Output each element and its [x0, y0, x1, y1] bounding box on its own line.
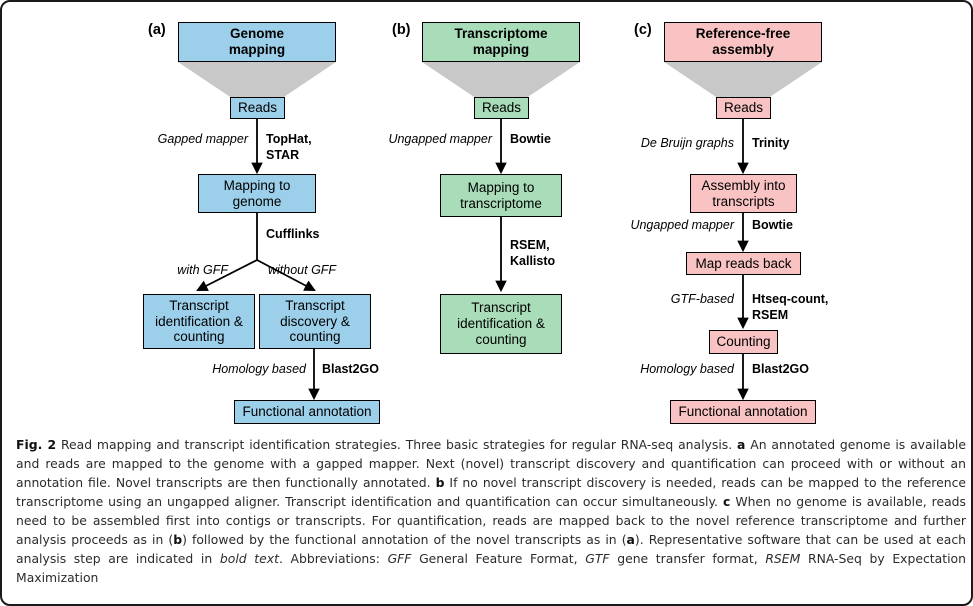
- caption-abbrev-gtf: GTF: [585, 550, 610, 566]
- panel-letter-b: (b): [392, 22, 411, 38]
- caption-intro: Three basic strategies for regular RNA-s…: [405, 437, 733, 452]
- edge-label-c-blast2go: Blast2GO: [752, 362, 809, 376]
- edge-label-c-htseq-count-rsem: Htseq-count, RSEM: [752, 292, 829, 322]
- node-c-title[interactable]: Reference-free assembly: [664, 22, 822, 62]
- caption-body-c2: ) followed by the functional annotation …: [182, 531, 627, 547]
- caption-mark-b: b: [435, 474, 445, 490]
- caption-bold-text: bold text: [219, 550, 279, 566]
- caption-mark-c: c: [722, 493, 731, 509]
- node-c-counting[interactable]: Counting: [709, 330, 778, 354]
- caption-ref-a: a: [626, 531, 635, 547]
- node-a-functional-annotation[interactable]: Functional annotation: [234, 400, 380, 424]
- node-a-title[interactable]: Genome mapping: [178, 22, 336, 62]
- node-c-map-reads-back[interactable]: Map reads back: [686, 252, 801, 275]
- edge-label-c-de-bruijn-graphs: De Bruijn graphs: [640, 136, 734, 150]
- edge-label-a-gapped-mapper: Gapped mapper: [157, 132, 248, 146]
- node-c-reads[interactable]: Reads: [716, 97, 771, 119]
- edge-label-a-with-gff: with GFF: [177, 263, 228, 277]
- caption-abbrev-gff: GFF: [387, 550, 412, 566]
- node-c-functional-annotation[interactable]: Functional annotation: [670, 400, 816, 424]
- caption-abbrev-rsem: RSEM: [765, 550, 801, 566]
- node-a-mapping-to-genome[interactable]: Mapping to genome: [198, 174, 316, 213]
- edge-label-b-bowtie: Bowtie: [510, 132, 551, 146]
- flowchart-diagram: (a) Genome mapping Reads Mapping to geno…: [2, 2, 971, 434]
- node-c-assembly-into-transcripts[interactable]: Assembly into transcripts: [690, 174, 797, 213]
- caption-abbrev-gff-def: General Feature Format,: [411, 550, 586, 566]
- caption-abbrev-intro: . Abbreviations:: [278, 550, 388, 566]
- node-b-transcript-identification[interactable]: Transcript identification & counting: [440, 294, 562, 354]
- figure-caption: Fig. 2 Read mapping and transcript ident…: [16, 436, 966, 588]
- panel-letter-a: (a): [148, 22, 166, 38]
- edge-label-c-bowtie: Bowtie: [752, 218, 793, 232]
- edge-label-a-tophat-star: TopHat, STAR: [266, 132, 312, 162]
- edge-label-c-ungapped-mapper: Ungapped mapper: [630, 218, 734, 232]
- caption-body-c3: ). Representative software that can be u…: [16, 531, 967, 566]
- caption-ref-b: b: [173, 531, 183, 547]
- caption-title: Read mapping and transcript identificati…: [60, 437, 401, 452]
- caption-body-b: If no novel transcript discovery is need…: [16, 474, 967, 509]
- edge-label-a-homology-based: Homology based: [212, 362, 306, 376]
- edge-label-c-homology-based: Homology based: [640, 362, 734, 376]
- edge-label-c-gtf-based: GTF-based: [670, 292, 734, 306]
- node-a-transcript-discovery[interactable]: Transcript discovery & counting: [259, 294, 371, 349]
- edge-label-b-rsem-kallisto: RSEM, Kallisto: [510, 238, 556, 268]
- node-b-title[interactable]: Transcriptome mapping: [422, 22, 580, 62]
- caption-fig-label: Fig. 2: [16, 437, 57, 452]
- edge-label-a-without-gff: without GFF: [268, 263, 337, 277]
- node-a-transcript-identification[interactable]: Transcript identification & counting: [143, 294, 255, 349]
- caption-abbrev-rsem-def: RNA-Seq by Expectation Maximization: [16, 550, 966, 585]
- edge-label-a-cufflinks: Cufflinks: [266, 227, 320, 241]
- edge-label-c-trinity: Trinity: [752, 136, 790, 150]
- caption-mark-a: a: [737, 437, 746, 452]
- caption-body-a: An annotated genome is available and rea…: [16, 437, 966, 490]
- caption-abbrev-gtf-def: gene transfer format,: [609, 550, 766, 566]
- panel-letter-c: (c): [634, 22, 652, 38]
- edge-label-b-ungapped-mapper: Ungapped mapper: [388, 132, 492, 146]
- node-b-reads[interactable]: Reads: [474, 97, 529, 119]
- edge-label-a-blast2go: Blast2GO: [322, 362, 379, 376]
- caption-body-c: When no genome is available, reads need …: [16, 493, 966, 547]
- node-a-reads[interactable]: Reads: [230, 97, 285, 119]
- node-b-mapping-to-transcriptome[interactable]: Mapping to transcriptome: [440, 174, 562, 217]
